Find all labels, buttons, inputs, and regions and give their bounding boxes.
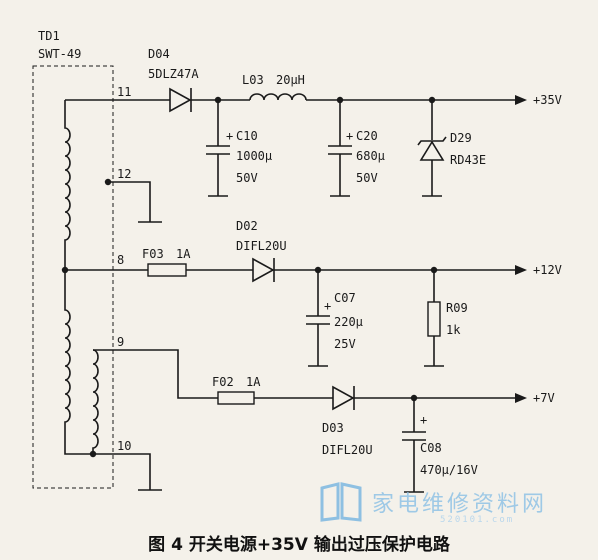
c10-value-label: 1000μ (236, 149, 272, 163)
f03-value-label: 1A (176, 247, 191, 261)
d03-value-label: DIFL20U (322, 443, 373, 457)
arrow-12v (515, 265, 527, 275)
resistor-r09 (424, 270, 444, 367)
capacitor-c08 (402, 398, 426, 493)
junction-dot (61, 266, 69, 274)
transformer-model-label: SWT-49 (38, 47, 81, 61)
f03-ref-label: F03 (142, 247, 164, 261)
junction-dot (89, 450, 97, 458)
c20-plus-label: + (346, 129, 353, 143)
output-7v-label: +7V (533, 391, 555, 405)
d04-value-label: 5DLZ47A (148, 67, 199, 81)
watermark-url: 520101.com (440, 515, 515, 525)
d02-value-label: DIFL20U (236, 239, 287, 253)
r09-value-label: 1k (446, 323, 461, 337)
capacitor-c20 (328, 100, 352, 197)
capacitor-c10 (206, 100, 230, 197)
l03-value-label: 20μH (276, 73, 305, 87)
transformer-winding-primary-upper (64, 100, 71, 270)
fuse-f02 (217, 391, 255, 405)
junction-dot (428, 96, 436, 104)
pin-label: 8 (117, 253, 124, 267)
d29-ref-label: D29 (450, 131, 472, 145)
diode-d03 (332, 385, 355, 411)
watermark-text: 家电维修资料网 (372, 492, 548, 517)
f02-value-label: 1A (246, 375, 261, 389)
c08-plus-label: + (420, 413, 427, 427)
figure-caption: 图 4 开关电源+35V 输出过压保护电路 (148, 535, 450, 555)
fuse-f03 (147, 263, 187, 277)
c07-ref-label: C07 (334, 291, 356, 305)
watermark-book-icon (320, 482, 362, 522)
inductor-l03 (249, 93, 307, 101)
r09-ref-label: R09 (446, 301, 468, 315)
d04-ref-label: D04 (148, 47, 170, 61)
transformer-winding-7v (92, 349, 99, 454)
zener-d29 (417, 100, 447, 197)
c07-value-label: 220μ (334, 315, 363, 329)
transformer-ref-label: TD1 (38, 29, 60, 43)
arrow-35v (515, 95, 527, 105)
d02-ref-label: D02 (236, 219, 258, 233)
capacitor-c07 (306, 270, 330, 367)
junction-dot (336, 96, 344, 104)
pin-label: 10 (117, 439, 131, 453)
junction-dot (104, 178, 112, 186)
pin-label: 11 (117, 85, 131, 99)
diode-d04 (169, 87, 192, 113)
c10-voltage-label: 50V (236, 171, 258, 185)
output-12v-label: +12V (533, 263, 562, 277)
c07-voltage-label: 25V (334, 337, 356, 351)
c20-value-label: 680μ (356, 149, 385, 163)
d03-ref-label: D03 (322, 421, 344, 435)
c10-ref-label: C10 (236, 129, 258, 143)
junction-dot (314, 266, 322, 274)
wire-pin10 (93, 453, 151, 490)
junction-dot (214, 96, 222, 104)
pin-label: 12 (117, 167, 131, 181)
c08-value-label: 470μ/16V (420, 463, 478, 477)
diode-d02 (252, 257, 275, 283)
pin-label: 9 (117, 335, 124, 349)
d29-value-label: RD43E (450, 153, 486, 167)
c20-voltage-label: 50V (356, 171, 378, 185)
c08-ref-label: C08 (420, 441, 442, 455)
transformer-outline (32, 65, 114, 489)
f02-ref-label: F02 (212, 375, 234, 389)
c20-ref-label: C20 (356, 129, 378, 143)
junction-dot (410, 394, 418, 402)
transformer-winding-tap-12 (108, 181, 151, 222)
junction-dot (430, 266, 438, 274)
c10-plus-label: + (226, 129, 233, 143)
c07-plus-label: + (324, 299, 331, 313)
wire-pin9 (93, 349, 218, 399)
arrow-7v (515, 393, 527, 403)
output-35v-label: +35V (533, 93, 562, 107)
l03-ref-label: L03 (242, 73, 264, 87)
transformer-winding-primary-lower (64, 270, 93, 455)
